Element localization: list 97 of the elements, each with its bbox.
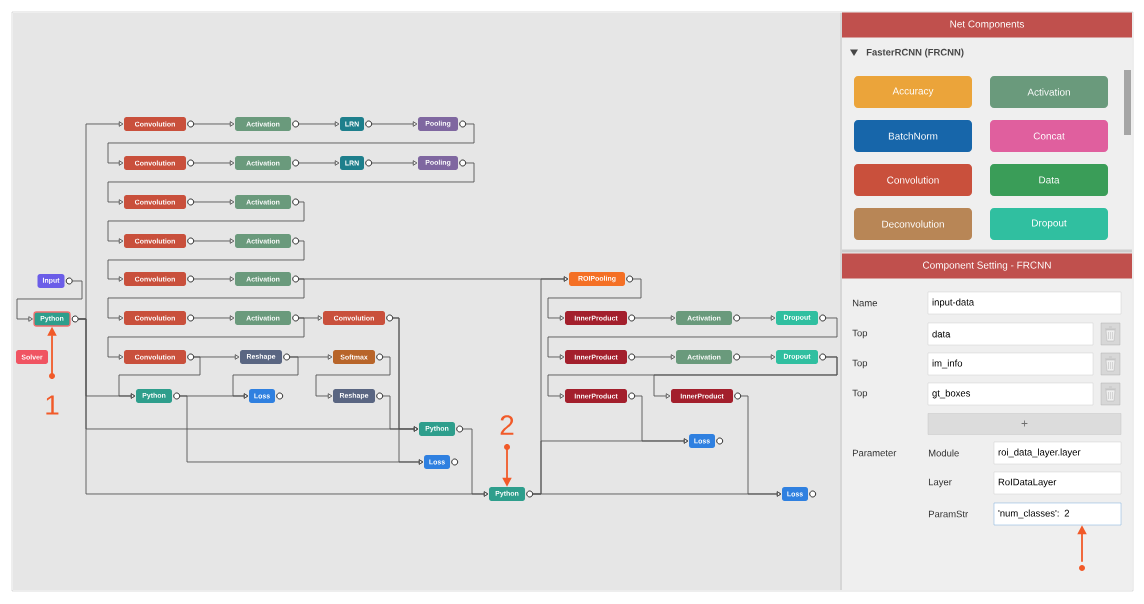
output-port	[71, 315, 79, 323]
output-port	[292, 198, 300, 206]
connector	[193, 160, 235, 166]
output-port	[733, 353, 741, 361]
connector	[740, 395, 782, 497]
connector	[371, 121, 418, 127]
input-field: im_info	[927, 352, 1094, 376]
connector	[634, 315, 676, 321]
input-field: input-data	[927, 291, 1122, 315]
component-button: Data	[990, 164, 1108, 196]
component-button: Activation	[990, 76, 1108, 108]
output-port	[365, 159, 373, 167]
connector	[193, 315, 235, 321]
output-port	[628, 392, 636, 400]
panel-header: Net Components	[842, 12, 1132, 38]
callout-number: 2	[500, 415, 514, 435]
field-label: Top	[852, 359, 868, 369]
connector	[107, 278, 305, 321]
output-port	[819, 353, 827, 361]
connector	[298, 160, 340, 166]
component-button: Accuracy	[854, 76, 972, 108]
input-field: gt_boxes	[927, 382, 1094, 406]
connector	[193, 121, 235, 127]
field-label: Parameter	[853, 449, 897, 457]
section-title: FasterRCNN (FRCNN)	[866, 48, 964, 58]
output-port	[376, 392, 384, 400]
panel-header: Component Setting - FRCNN	[842, 253, 1132, 279]
output-port	[459, 120, 467, 128]
output-port	[628, 353, 636, 361]
field-label: Top	[852, 389, 868, 399]
input-field: roi_data_layer.layer	[993, 441, 1122, 465]
field-label: Name	[853, 299, 878, 307]
output-port	[386, 314, 394, 322]
output-port	[819, 314, 827, 322]
connector	[634, 395, 689, 444]
output-port	[292, 314, 300, 322]
field-label: Top	[852, 329, 868, 339]
connector	[653, 356, 838, 399]
output-port	[187, 198, 195, 206]
connector	[547, 317, 838, 360]
output-port	[187, 353, 195, 361]
output-port	[187, 314, 195, 322]
connector	[107, 123, 475, 166]
output-port	[292, 275, 300, 283]
output-port	[809, 490, 817, 498]
output-port	[292, 159, 300, 167]
connector	[547, 278, 642, 321]
output-port	[526, 490, 534, 498]
output-port	[187, 120, 195, 128]
connector	[107, 162, 475, 205]
output-port	[716, 437, 724, 445]
connector	[739, 315, 776, 321]
output-port	[451, 458, 459, 466]
add-button: +	[927, 413, 1122, 435]
output-port	[734, 392, 742, 400]
component-button: Concat	[990, 120, 1108, 152]
callout-number: 1	[46, 395, 59, 415]
output-port	[459, 159, 467, 167]
output-port	[292, 237, 300, 245]
output-port	[628, 314, 636, 322]
output-port	[456, 425, 464, 433]
connector	[193, 276, 235, 282]
output-port	[187, 275, 195, 283]
component-button: Dropout	[990, 208, 1108, 240]
output-port	[173, 392, 181, 400]
output-port	[187, 237, 195, 245]
output-port	[276, 392, 284, 400]
field-label: Layer	[929, 478, 952, 488]
connector	[315, 356, 391, 399]
field-label: Module	[929, 449, 959, 457]
connector	[739, 354, 776, 360]
connector	[193, 238, 235, 244]
input-field: data	[927, 322, 1094, 346]
output-port	[65, 277, 73, 285]
output-port	[283, 353, 291, 361]
output-port	[292, 120, 300, 128]
connector	[16, 280, 83, 322]
connector	[462, 428, 489, 497]
connector	[107, 201, 305, 244]
connector	[298, 121, 340, 127]
output-port	[376, 353, 384, 361]
output-port	[626, 275, 634, 283]
input-field: 'num_classes': 2	[993, 502, 1122, 526]
connector	[179, 395, 424, 465]
output-port	[365, 120, 373, 128]
component-button: Convolution	[854, 164, 972, 196]
connector	[193, 199, 235, 205]
output-port	[733, 314, 741, 322]
component-button: BatchNorm	[854, 120, 972, 152]
input-field: RoIDataLayer	[993, 471, 1122, 495]
connector	[107, 317, 305, 360]
field-label: ParamStr	[929, 510, 968, 518]
connector	[371, 160, 418, 166]
connector	[634, 354, 676, 360]
output-port	[187, 159, 195, 167]
connector	[107, 240, 305, 282]
component-button: Deconvolution	[854, 208, 972, 240]
